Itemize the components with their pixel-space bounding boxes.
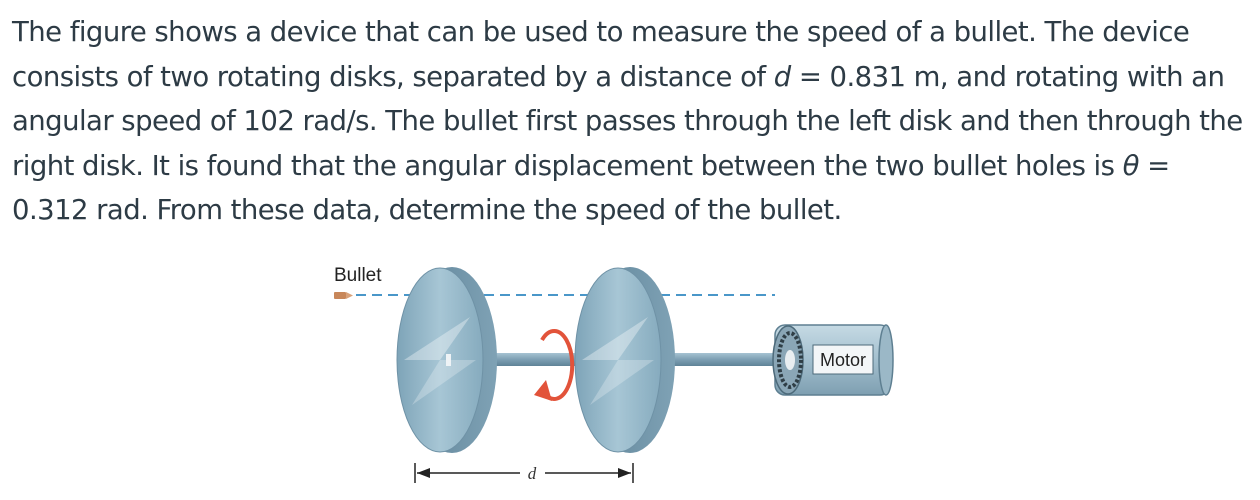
distance-marker: d	[414, 463, 634, 483]
motor-label: Motor	[820, 350, 866, 370]
problem-text-part-1: The figure shows a device that can be us…	[12, 16, 1190, 93]
left-disk	[396, 267, 497, 453]
right-disk	[574, 267, 675, 453]
variable-d: d	[773, 60, 791, 93]
distance-label: d	[528, 464, 537, 483]
motor: Motor	[772, 324, 894, 396]
problem-text-part-3: = 0.312 rad. From these data, determine …	[12, 149, 1170, 227]
bullet-speed-device-figure: Bullet	[320, 255, 900, 500]
variable-theta: θ	[1122, 149, 1140, 182]
rotation-arrow-icon	[534, 329, 575, 401]
problem-text-part-2: = 0.831 m, and rotating with an angular …	[12, 60, 1243, 182]
bullet-label: Bullet	[334, 265, 382, 286]
bullet-icon	[334, 292, 353, 299]
device-diagram: Bullet	[334, 265, 894, 483]
problem-statement: The figure shows a device that can be us…	[12, 10, 1248, 233]
